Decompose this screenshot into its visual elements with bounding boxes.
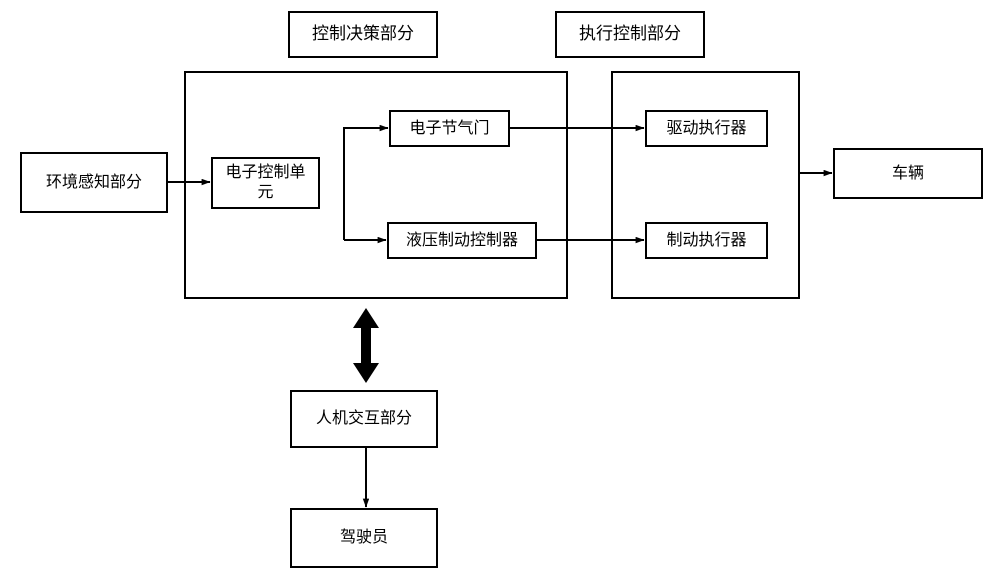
edge-control-decision-to-hmi-double-arrow	[353, 308, 379, 383]
execution-control-title: 执行控制部分	[555, 11, 705, 58]
human-machine-interface-box: 人机交互部分	[290, 390, 438, 448]
vehicle-box: 车辆	[833, 148, 983, 199]
drive-actuator-box: 驱动执行器	[645, 110, 768, 147]
driver-box: 驾驶员	[290, 508, 438, 568]
environment-perception-box: 环境感知部分	[20, 152, 168, 213]
electronic-control-unit-box: 电子控制单元	[211, 157, 320, 209]
execution-control-container	[611, 71, 800, 299]
brake-actuator-box: 制动执行器	[645, 222, 768, 259]
hydraulic-brake-controller-box: 液压制动控制器	[387, 222, 537, 259]
electronic-throttle-box: 电子节气门	[389, 110, 510, 147]
control-decision-title: 控制决策部分	[288, 11, 438, 58]
